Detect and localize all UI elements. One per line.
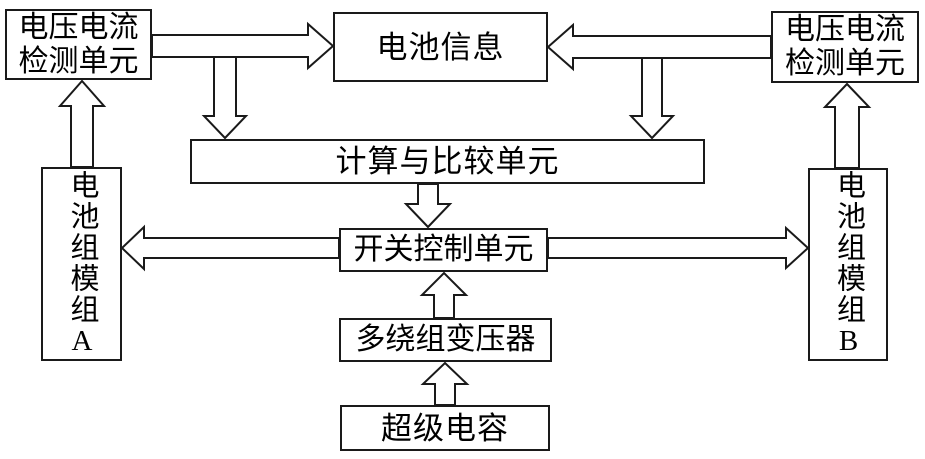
arrow-calc-compare-to-switch-control: [403, 183, 453, 229]
arrow-detector-left-to-battery-info: [151, 21, 335, 71]
arrow-detector-right-to-battery-info: [546, 22, 772, 72]
arrow-module-a-to-detector-left: [57, 79, 107, 168]
arrow-module-b-to-detector-right: [822, 82, 872, 169]
box-battery-module-b-label: 电池组模组B: [832, 170, 865, 359]
arrow-left-branch-to-calc-compare: [201, 56, 249, 140]
box-switch-control-unit-label: 开关控制单元: [353, 233, 534, 266]
box-multiwinding-transformer-label: 多绕组变压器: [355, 323, 536, 356]
box-supercapacitor: 超级电容: [340, 405, 550, 451]
box-multiwinding-transformer: 多绕组变压器: [339, 318, 552, 362]
box-voltage-current-detector-left-label: 电压电流 检测单元: [18, 10, 139, 78]
box-voltage-current-detector-right: 电压电流 检测单元: [771, 11, 919, 83]
box-battery-module-a-label: 电池组模组A: [66, 169, 98, 359]
box-switch-control-unit: 开关控制单元: [339, 228, 548, 272]
box-calc-compare-unit: 计算与比较单元: [190, 139, 705, 184]
box-calc-compare-unit-label: 计算与比较单元: [335, 144, 560, 179]
box-supercapacitor-label: 超级电容: [381, 410, 509, 446]
arrow-switch-control-to-module-a: [120, 224, 340, 272]
arrow-switch-control-to-module-b: [547, 225, 810, 271]
arrow-right-branch-to-calc-compare: [628, 57, 676, 140]
box-voltage-current-detector-right-label: 电压电流 检测单元: [785, 13, 905, 80]
box-voltage-current-detector-left: 电压电流 检测单元: [5, 9, 152, 80]
box-battery-info: 电池信息: [333, 12, 548, 82]
box-battery-module-b: 电池组模组B: [808, 168, 888, 361]
arrow-supercap-to-transformer: [420, 361, 470, 406]
box-battery-info-label: 电池信息: [376, 29, 505, 65]
arrow-transformer-to-switch-control: [419, 271, 469, 319]
box-battery-module-a: 电池组模组A: [41, 167, 122, 361]
